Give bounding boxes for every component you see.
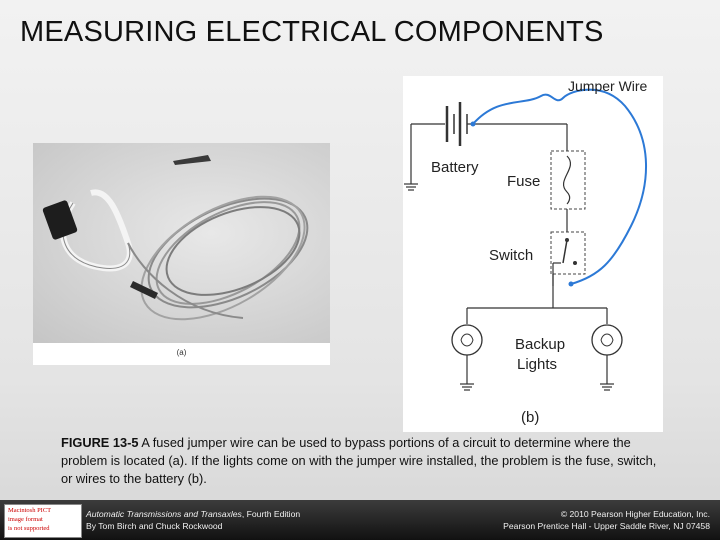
footer-book-info: Automatic Transmissions and Transaxles, …: [86, 508, 300, 532]
unsupported-image-placeholder: Macintosh PICT image format is not suppo…: [4, 504, 82, 538]
backup-light-right-icon: [591, 324, 623, 356]
publisher: Pearson Prentice Hall - Upper Saddle Riv…: [503, 521, 710, 531]
switch-icon: [550, 231, 586, 275]
caption-text: A fused jumper wire can be used to bypas…: [61, 435, 657, 486]
slide-footer: Macintosh PICT image format is not suppo…: [0, 500, 720, 540]
figure-caption: FIGURE 13-5 A fused jumper wire can be u…: [61, 434, 671, 488]
lights-label: Lights: [517, 356, 557, 373]
jumper-wire-illustration: [42, 155, 309, 321]
circuit-schematic: Jumper Wire Battery Fuse Switch Backup L…: [404, 78, 648, 426]
footer-publisher-info: © 2010 Pearson Higher Education, Inc. Pe…: [503, 508, 710, 532]
jumper-wire-photo: (a): [33, 143, 330, 365]
photo-image: [33, 143, 330, 343]
fuse-label: Fuse: [507, 173, 540, 190]
battery-label: Battery: [431, 159, 479, 176]
switch-label: Switch: [489, 247, 533, 264]
jumper-wire-label: Jumper Wire: [568, 78, 648, 94]
circuit-diagram: Jumper Wire Battery Fuse Switch Backup L…: [403, 76, 663, 432]
copyright: © 2010 Pearson Higher Education, Inc.: [560, 509, 710, 519]
fuse-icon: [550, 150, 586, 210]
battery-icon: [445, 102, 468, 146]
figure-number: FIGURE 13-5: [61, 435, 139, 450]
book-edition: , Fourth Edition: [241, 509, 301, 519]
diagram-label: (b): [521, 409, 539, 426]
slide-title: MEASURING ELECTRICAL COMPONENTS: [20, 16, 604, 48]
photo-label: (a): [176, 348, 187, 357]
backup-label: Backup: [515, 336, 565, 353]
backup-light-left-icon: [451, 324, 483, 356]
jumper-wire-path: [472, 88, 647, 285]
book-authors: By Tom Birch and Chuck Rockwood: [86, 521, 223, 531]
book-title: Automatic Transmissions and Transaxles: [86, 509, 242, 519]
